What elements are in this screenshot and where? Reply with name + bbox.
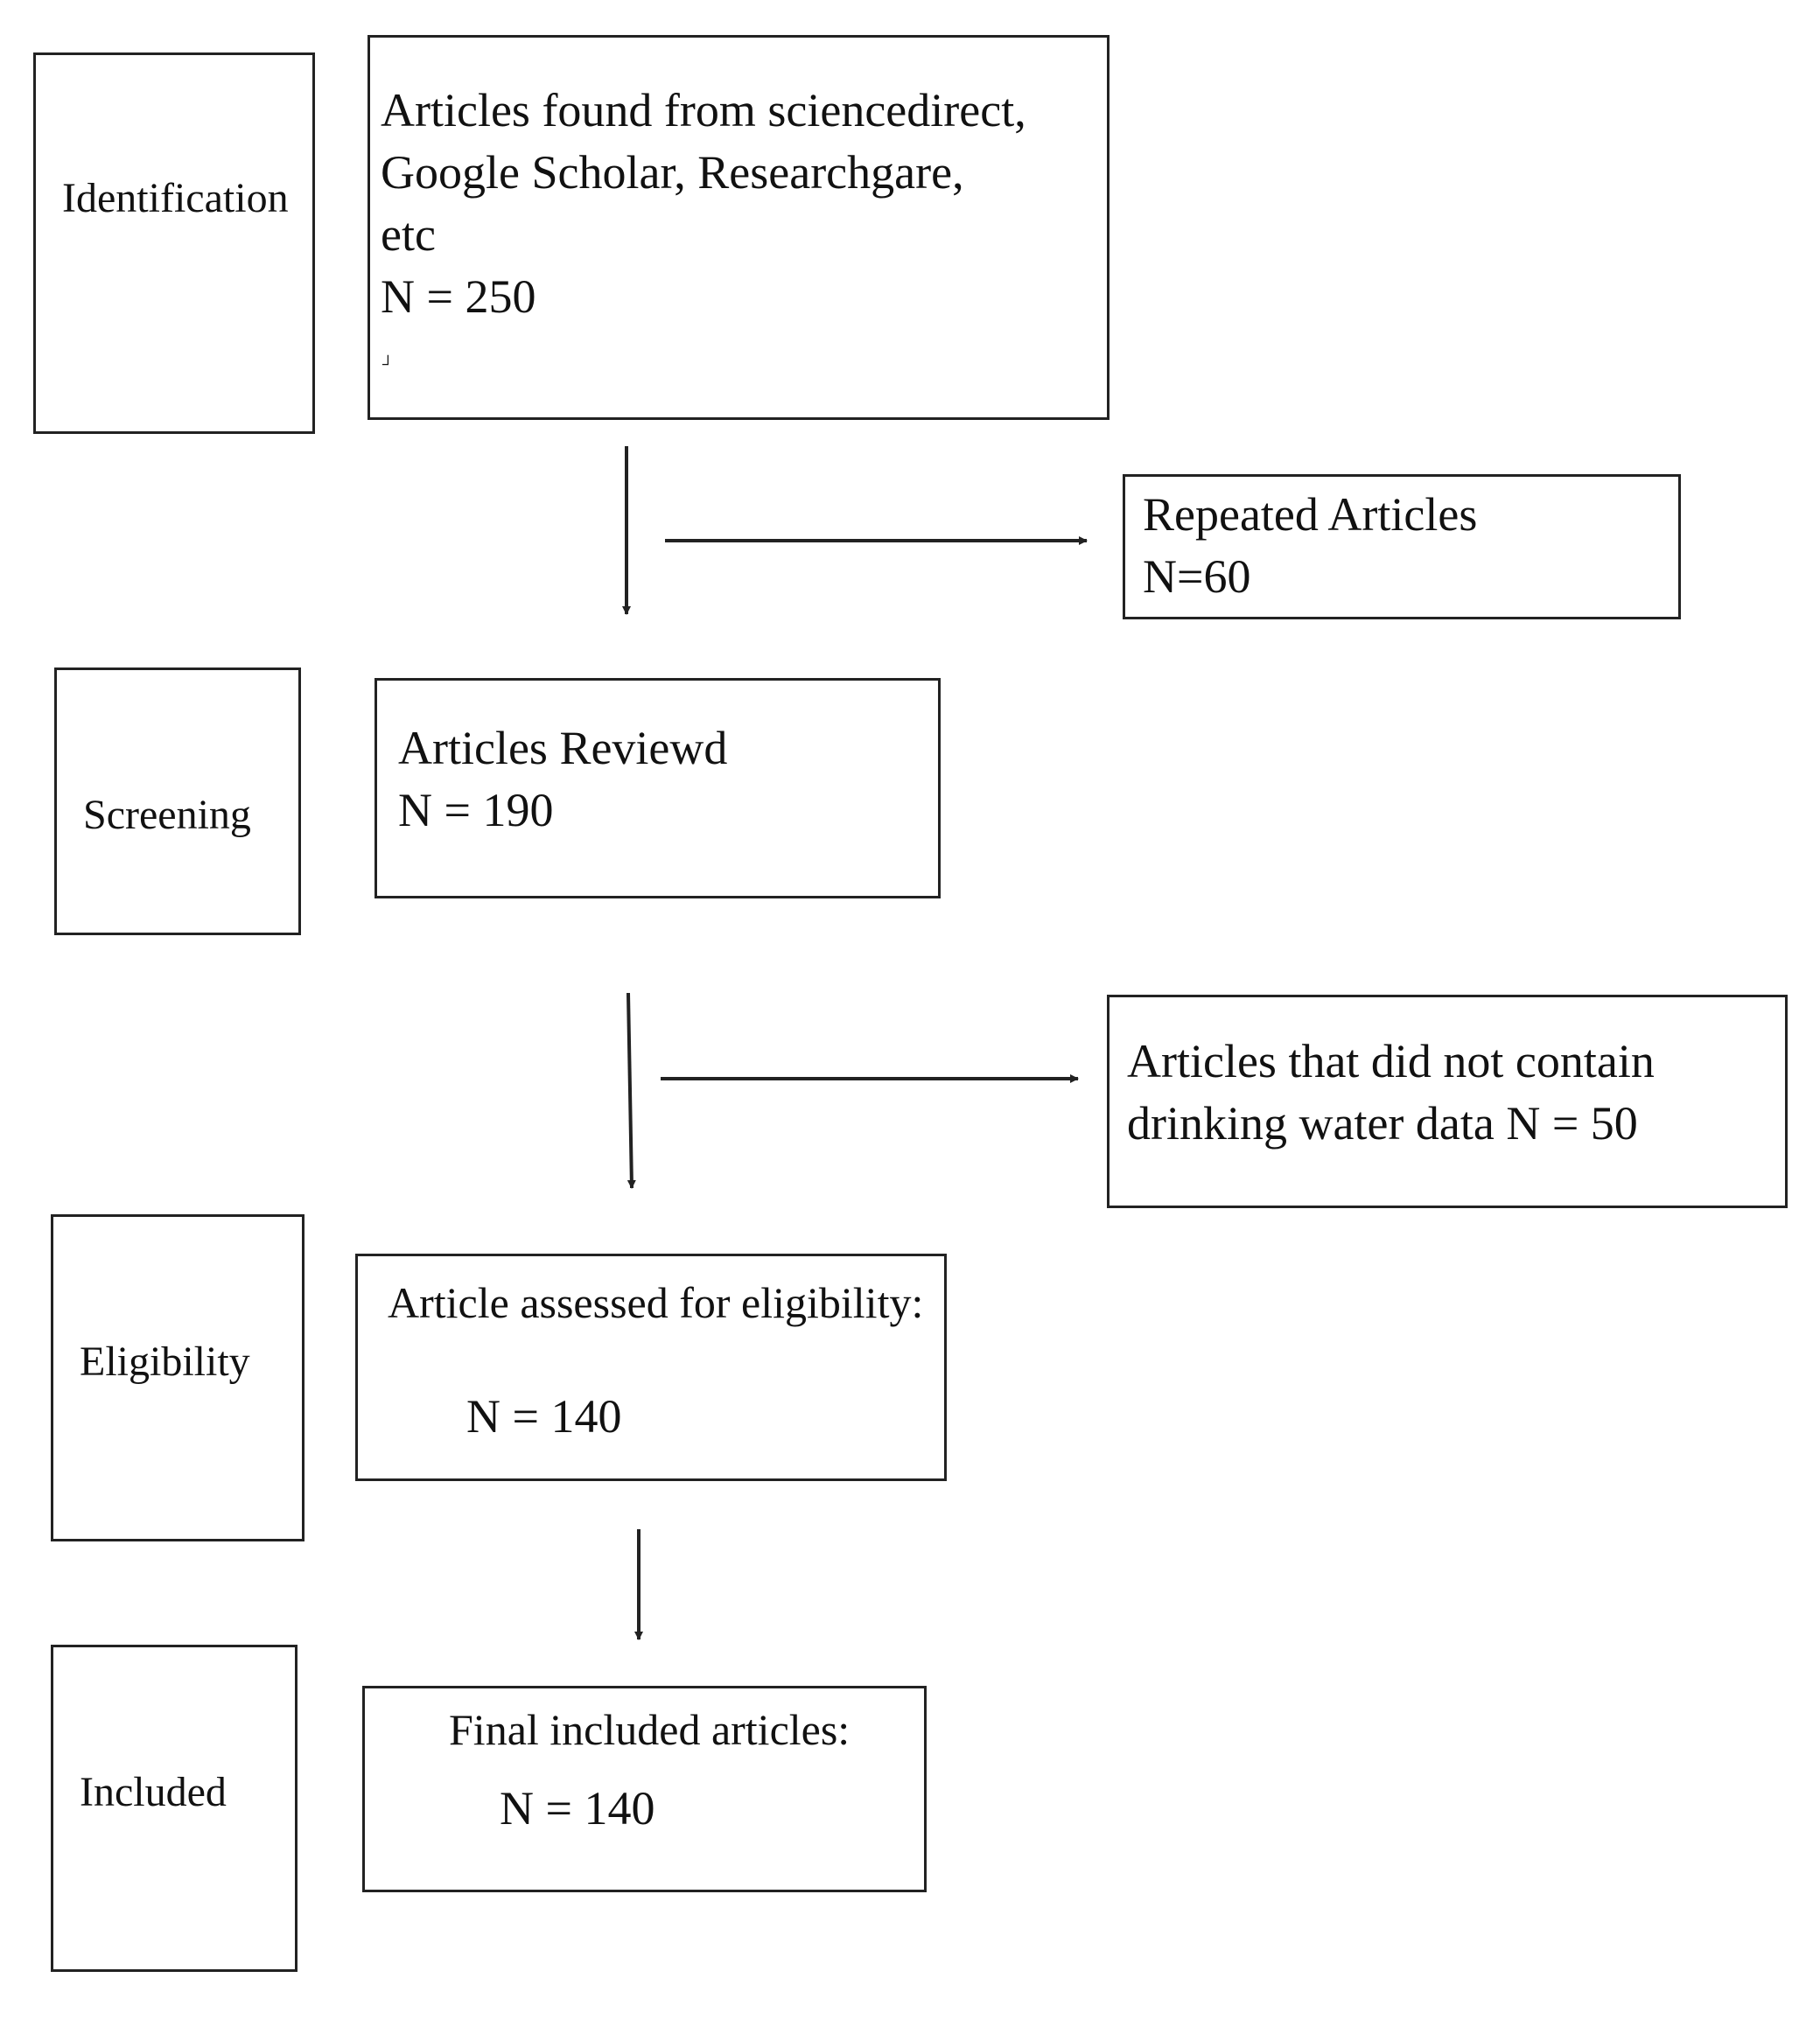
repeated-articles-text: Repeated Articles N=60: [1143, 484, 1477, 608]
stage-box-screening: Screening: [54, 668, 301, 935]
stage-label-identification: Identification: [62, 175, 289, 221]
stage-label-included: Included: [80, 1769, 227, 1815]
articles-found-line-2: Google Scholar, Researchgare,: [381, 146, 964, 199]
articles-found-line-1: Articles found from sciencedirect,: [381, 84, 1026, 136]
repeated-articles-count: N=60: [1143, 550, 1251, 603]
box-eligibility-assessed: Article assessed for eligibility: N = 14…: [355, 1254, 947, 1481]
stage-box-identification: Identification: [33, 52, 315, 434]
articles-found-line-3: etc: [381, 208, 436, 261]
arrow-down-screening-to-eligibility: [626, 992, 636, 1189]
eligibility-assessed-title: Article assessed for eligibility:: [388, 1278, 924, 1327]
excluded-articles-line-1: Articles that did not contain: [1127, 1035, 1655, 1087]
stage-label-eligibility: Eligibility: [80, 1339, 250, 1385]
box-repeated-articles: Repeated Articles N=60: [1123, 474, 1681, 619]
box-articles-reviewed: Articles Reviewd N = 190: [374, 678, 941, 898]
box-final-included: Final included articles: N = 140: [362, 1686, 927, 1892]
stage-label-screening: Screening: [83, 792, 251, 838]
box-excluded-articles: Articles that did not contain drinking w…: [1107, 995, 1788, 1208]
stage-box-eligibility: Eligibility: [51, 1214, 304, 1541]
excluded-articles-line-2: drinking water data N = 50: [1127, 1097, 1638, 1150]
box-articles-found: Articles found from sciencedirect, Googl…: [368, 35, 1110, 420]
final-included-count: N = 140: [500, 1782, 655, 1835]
articles-found-count: N = 250: [381, 270, 536, 323]
articles-found-text: Articles found from sciencedirect, Googl…: [381, 80, 1026, 328]
articles-reviewed-text: Articles Reviewd N = 190: [398, 717, 727, 842]
stage-box-included: Included: [51, 1645, 298, 1972]
articles-reviewed-title: Articles Reviewd: [398, 722, 728, 774]
corner-mark: ┘: [382, 355, 394, 373]
articles-reviewed-count: N = 190: [398, 784, 554, 836]
excluded-articles-text: Articles that did not contain drinking w…: [1127, 1031, 1655, 1155]
final-included-title: Final included articles:: [449, 1705, 850, 1754]
eligibility-assessed-count: N = 140: [466, 1390, 622, 1443]
repeated-articles-title: Repeated Articles: [1143, 488, 1478, 541]
